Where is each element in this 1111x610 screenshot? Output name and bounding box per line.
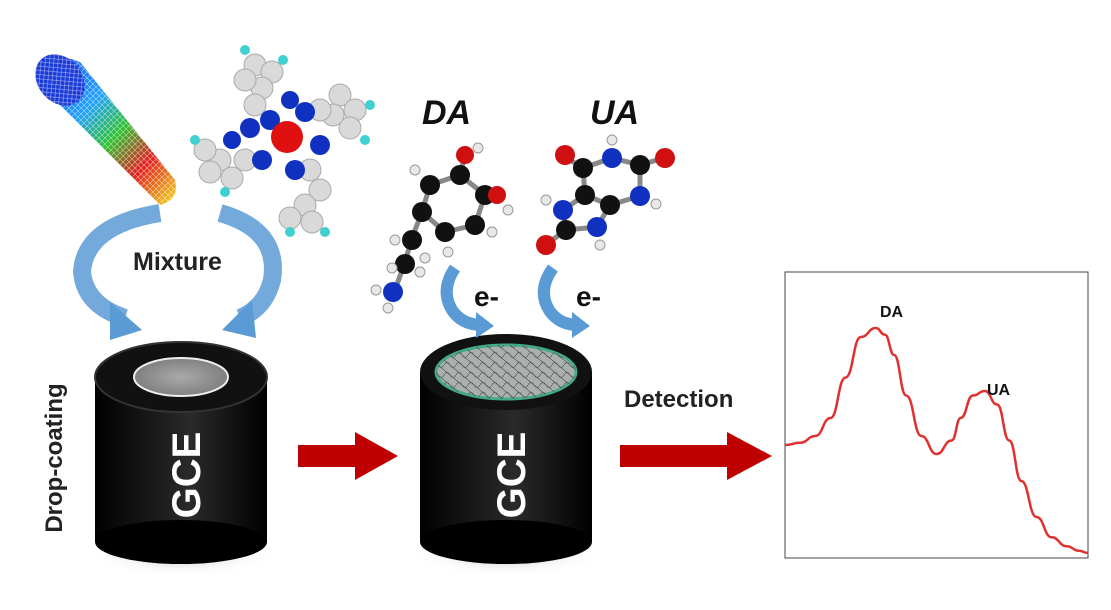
voltammogram-curve [784,326,1089,555]
chart-frame [784,271,1089,559]
electrode2-label: GCE [490,432,534,519]
process-arrow-1-icon [298,432,398,480]
peak-da-label: DA [880,304,904,321]
bare-gce-electrode: GCE [87,341,277,577]
uric-acid-molecule-icon [536,134,675,255]
detection-label: Detection [624,386,733,413]
electrode1-label: GCE [165,432,209,519]
voltammogram-chart: DA UA [784,271,1089,559]
process-arrow-2-icon [620,432,772,480]
electron-arrow-1-icon [440,264,494,338]
electron2-label: e- [576,281,601,312]
electron-arrow-2-icon [537,264,590,338]
drop-coating-label: Drop-coating [41,383,68,532]
mixture-arrow-right-icon [217,204,282,338]
modified-gce-electrode: GCE [412,334,602,577]
peak-ua-label: UA [987,382,1011,399]
da-molecule-label: DA [422,94,471,132]
bare-electrode-disc [133,357,229,397]
carbon-nanotube-icon [35,54,177,205]
mixture-arrow-left-icon [72,204,162,340]
ua-molecule-label: UA [590,94,639,132]
dopamine-molecule-icon [370,142,514,314]
mixture-label: Mixture [133,248,222,276]
electron1-label: e- [474,281,499,312]
metal-complex-molecule-icon [190,45,375,237]
